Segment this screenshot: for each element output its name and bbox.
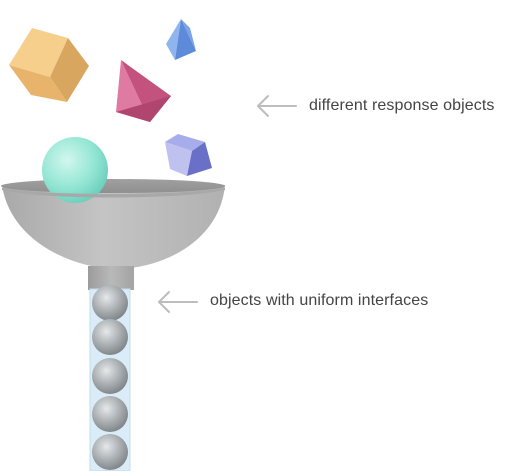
purple-cube-shape [165,134,212,176]
funnel-rim-front [2,188,225,198]
pink-pyramid-shape [116,60,171,122]
uniform-ball [92,434,128,470]
orange-cube-shape [9,28,89,102]
uniform-ball [92,319,128,355]
mint-sphere-shape [42,137,108,203]
different-response-objects-label: different response objects [309,97,495,114]
uniform-ball [92,358,128,394]
uniform-balls [92,285,128,470]
uniform-interfaces-label: objects with uniform interfaces [210,292,429,309]
blue-crystal-shape [166,19,196,60]
left-arrow-icon [257,95,297,117]
left-arrow-icon [158,291,198,313]
uniform-ball [92,285,128,321]
uniform-ball [92,396,128,432]
